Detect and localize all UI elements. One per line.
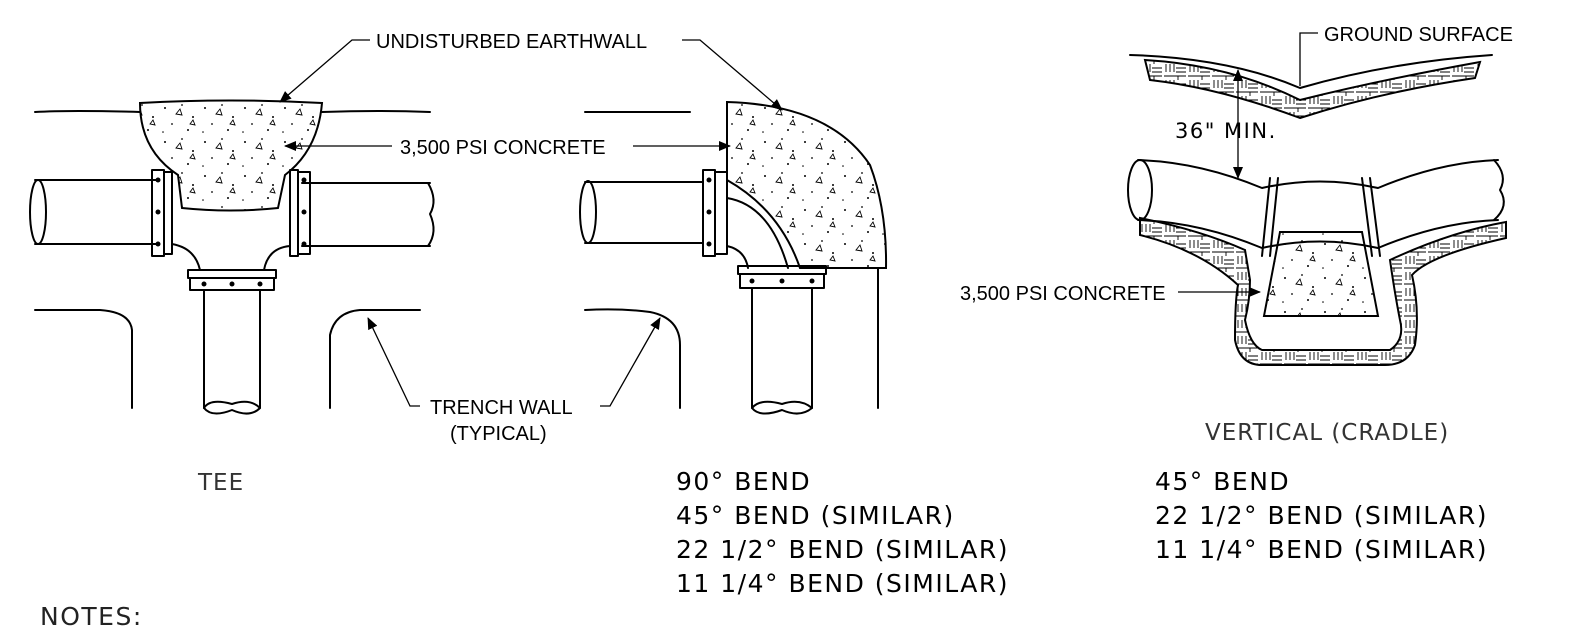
label-concrete-left: 3,500 PSI CONCRETE [400, 137, 606, 159]
label-ground-surface: GROUND SURFACE [1324, 24, 1513, 46]
label-concrete-right: 3,500 PSI CONCRETE [960, 283, 1166, 305]
list-item: 90° BEND [676, 467, 811, 496]
title-tee: TEE [197, 470, 244, 496]
notes-heading: NOTES: [40, 602, 143, 631]
label-trench-wall-typical: (TYPICAL) [450, 423, 547, 445]
list-item: 22 1/2° BEND (SIMILAR) [676, 535, 1009, 564]
title-vertical-cradle: VERTICAL (CRADLE) [1205, 420, 1449, 446]
label-trench-wall: TRENCH WALL [430, 397, 573, 419]
label-cover-depth: 36" MIN. [1175, 119, 1277, 143]
bend-list-horizontal: 90° BEND 45° BEND (SIMILAR) 22 1/2° BEND… [676, 467, 1009, 598]
list-item: 45° BEND [1155, 467, 1290, 496]
tee-detail [29, 99, 435, 415]
bend-90-detail [579, 100, 888, 415]
list-item: 11 1/4° BEND (SIMILAR) [1155, 535, 1488, 564]
vertical-cradle-detail [1127, 54, 1507, 366]
leader-lines [279, 32, 1318, 407]
bend-list-vertical: 45° BEND 22 1/2° BEND (SIMILAR) 11 1/4° … [1155, 467, 1488, 564]
list-item: 45° BEND (SIMILAR) [676, 501, 955, 530]
label-undisturbed-earthwall: UNDISTURBED EARTHWALL [376, 31, 647, 53]
list-item: 22 1/2° BEND (SIMILAR) [1155, 501, 1488, 530]
list-item: 11 1/4° BEND (SIMILAR) [676, 569, 1009, 598]
